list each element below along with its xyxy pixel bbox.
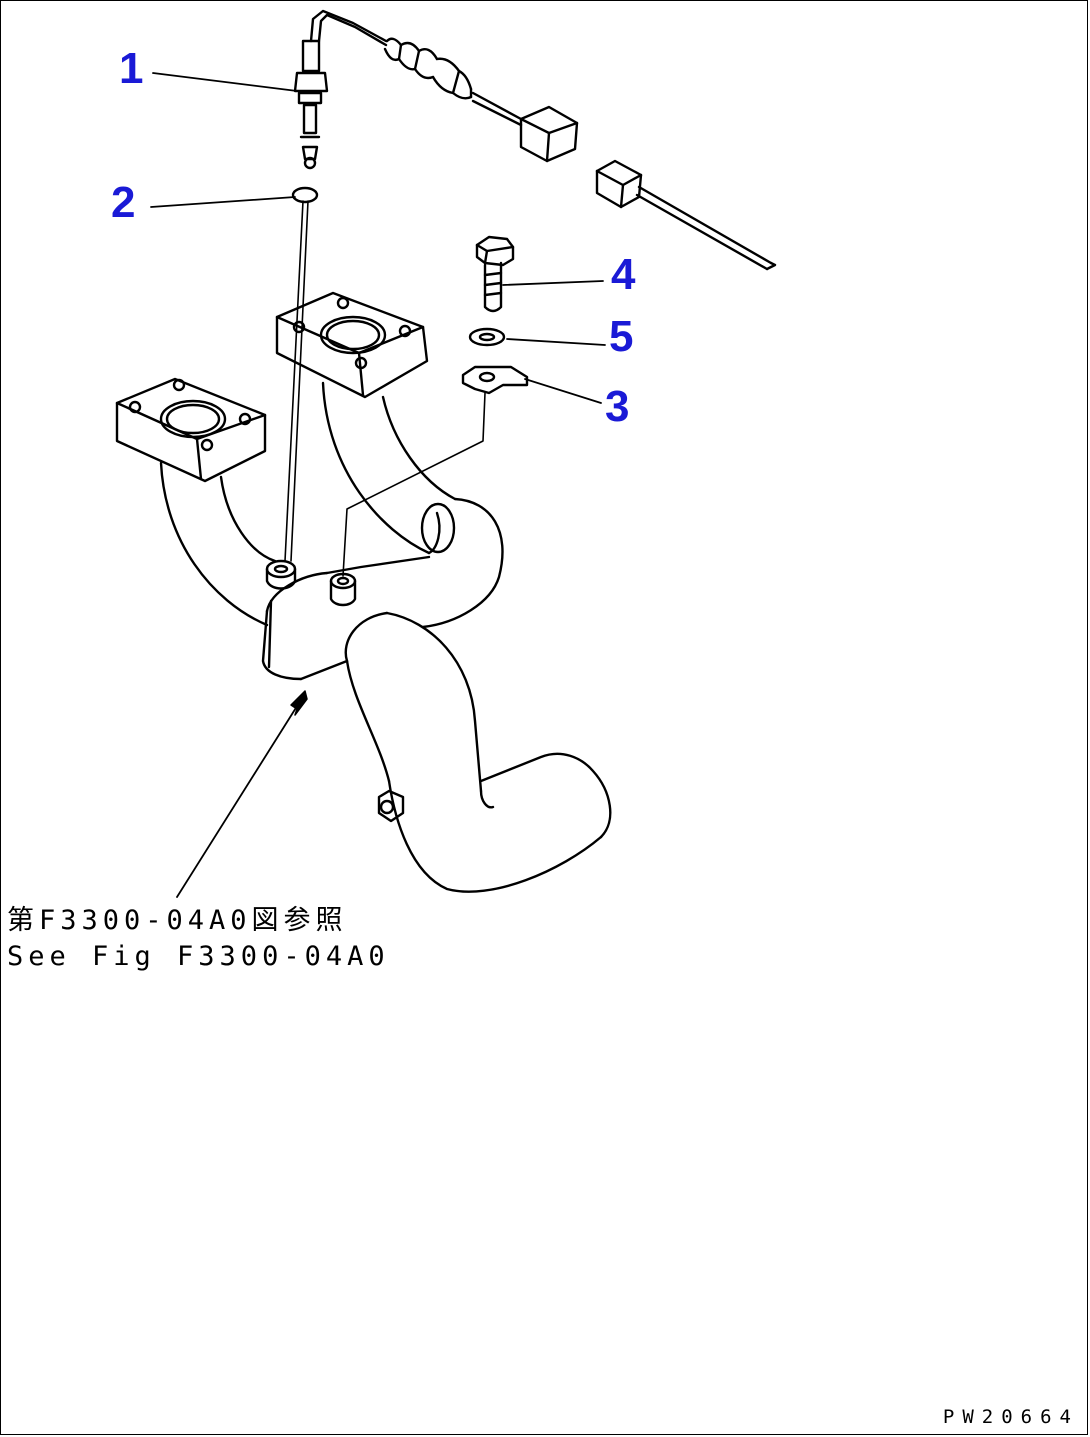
left-pipe [159, 461, 277, 627]
left-flange [115, 377, 267, 483]
drawing-id: PW20664 [942, 1406, 1079, 1428]
washer [468, 327, 506, 347]
collector-body [261, 555, 483, 793]
outlet-elbow [377, 752, 612, 893]
callout-1: 1 [119, 44, 144, 93]
sensor-cable-boots [383, 37, 523, 127]
callout-3: 3 [605, 382, 630, 431]
reference-arrow [176, 690, 308, 898]
right-pipe [321, 381, 504, 629]
gasket [284, 186, 319, 562]
bolt [475, 235, 515, 313]
connector-male [519, 105, 579, 163]
exhaust-temperature-sensor [293, 9, 388, 170]
callout-2: 2 [111, 178, 136, 227]
reference-text-jp: 第F3300-04A0図参照 [7, 905, 348, 936]
connector-female [595, 159, 777, 271]
right-flange [275, 291, 429, 399]
callout-leaders [150, 72, 606, 404]
reference-text-en: See Fig F3300-04A0 [7, 941, 390, 972]
callout-4: 4 [611, 250, 636, 299]
clamp [342, 365, 529, 577]
callout-5: 5 [609, 312, 634, 361]
